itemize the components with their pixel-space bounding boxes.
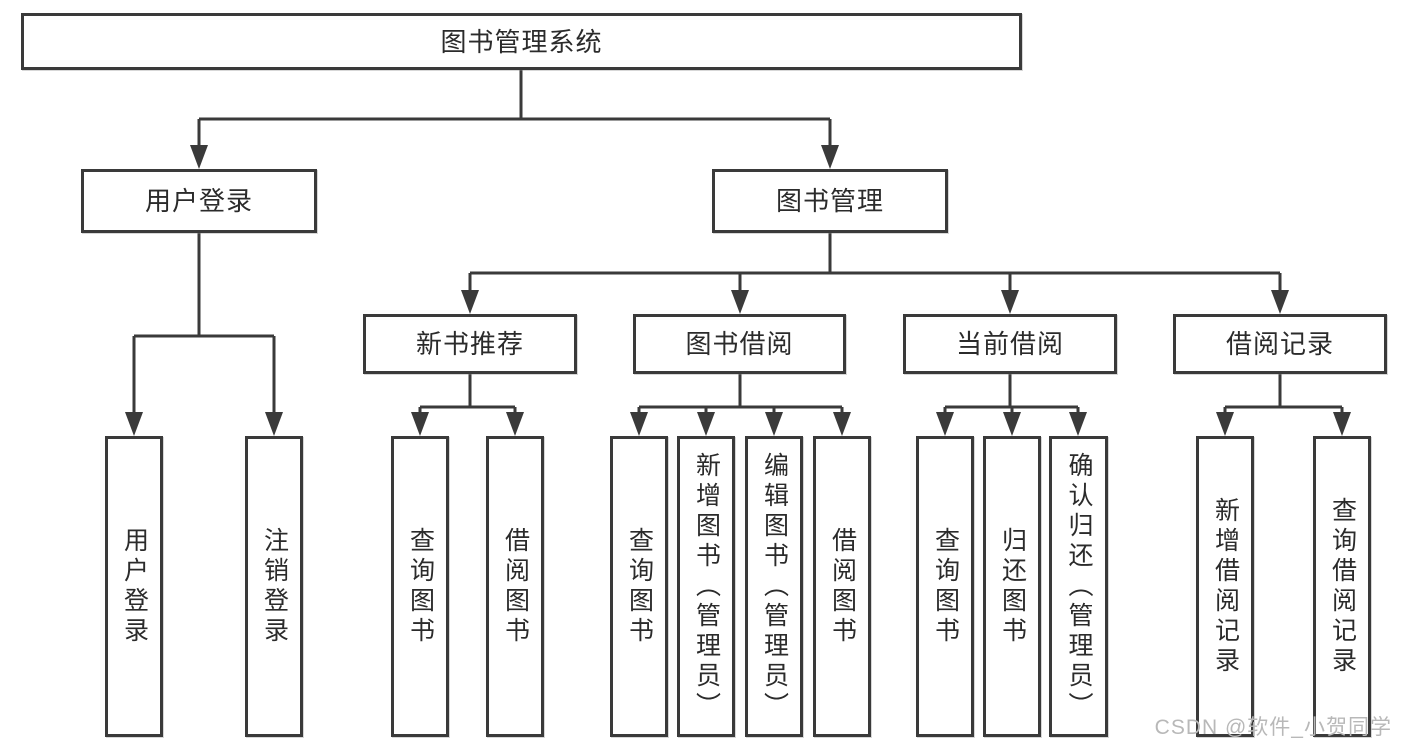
leaf-label: 查询图书 bbox=[406, 526, 435, 647]
leaf-label: 查询借阅记录 bbox=[1328, 496, 1357, 677]
leaf-label: 归还图书 bbox=[998, 526, 1027, 647]
node-book-borrow: 图书借阅 bbox=[633, 314, 846, 374]
leaf-add-book-admin: 新增图书（管理员） bbox=[677, 436, 735, 737]
node-library-management-system: 图书管理系统 bbox=[21, 13, 1022, 70]
node-borrow-records: 借阅记录 bbox=[1173, 314, 1387, 374]
csdn-watermark: CSDN @软件_小贺同学 bbox=[1154, 716, 1392, 739]
node-current-borrow: 当前借阅 bbox=[903, 314, 1117, 374]
leaf-edit-book-admin: 编辑图书（管理员） bbox=[745, 436, 803, 737]
node-label: 图书管理 bbox=[775, 186, 884, 216]
node-label: 当前借阅 bbox=[955, 329, 1064, 359]
leaf-label: 借阅图书 bbox=[828, 526, 857, 647]
node-label: 借阅记录 bbox=[1225, 329, 1334, 359]
leaf-logout: 注销登录 bbox=[245, 436, 303, 737]
leaf-label: 查询图书 bbox=[625, 526, 654, 647]
leaf-label: 编辑图书（管理员） bbox=[760, 451, 789, 722]
leaf-confirm-return-admin: 确认归还（管理员） bbox=[1049, 436, 1108, 737]
leaf-label: 确认归还（管理员） bbox=[1065, 451, 1093, 722]
arrowheads bbox=[125, 145, 1351, 436]
leaf-label: 新增借阅记录 bbox=[1211, 496, 1240, 677]
connector-stems bbox=[132, 70, 1344, 416]
leaf-borrow-book: 借阅图书 bbox=[813, 436, 871, 737]
leaf-borrow-book-recommend: 借阅图书 bbox=[486, 436, 544, 737]
node-book-management: 图书管理 bbox=[712, 169, 948, 233]
leaf-label: 注销登录 bbox=[260, 526, 289, 647]
node-label: 新书推荐 bbox=[415, 329, 524, 359]
leaf-user-login: 用户登录 bbox=[105, 436, 163, 737]
leaf-add-borrow-record: 新增借阅记录 bbox=[1196, 436, 1254, 737]
leaf-query-borrow-record: 查询借阅记录 bbox=[1313, 436, 1371, 737]
leaf-label: 新增图书（管理员） bbox=[692, 451, 721, 722]
leaf-query-book-borrow: 查询图书 bbox=[610, 436, 668, 737]
leaf-label: 查询图书 bbox=[931, 526, 960, 647]
node-new-book-recommend: 新书推荐 bbox=[363, 314, 577, 374]
node-label: 用户登录 bbox=[144, 186, 253, 216]
leaf-return-book: 归还图书 bbox=[983, 436, 1041, 737]
node-user-login: 用户登录 bbox=[81, 169, 317, 233]
node-label: 图书管理系统 bbox=[440, 26, 603, 57]
leaf-label: 用户登录 bbox=[120, 526, 149, 647]
node-label: 图书借阅 bbox=[685, 329, 794, 359]
leaf-query-book-recommend: 查询图书 bbox=[391, 436, 449, 737]
leaf-query-book-current: 查询图书 bbox=[916, 436, 974, 737]
leaf-label: 借阅图书 bbox=[501, 526, 530, 647]
